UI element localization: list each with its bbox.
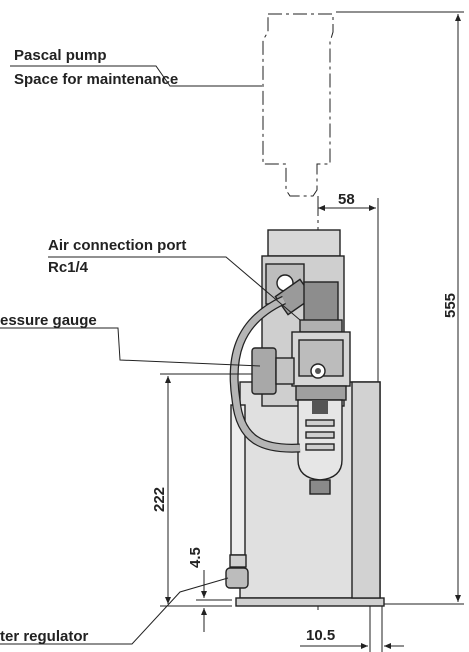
dim-222: 222 — [151, 487, 168, 512]
filter-regulator — [291, 331, 351, 495]
filter-regulator-label: ter regulator — [0, 628, 89, 645]
air-port-label: Air connection port — [48, 237, 186, 254]
dim-58: 58 — [338, 191, 355, 208]
dim-10-5: 10.5 — [306, 627, 335, 644]
air-port-thread-label: Rc1/4 — [48, 259, 89, 276]
dim-555: 555 — [442, 293, 459, 318]
pressure-gauge — [251, 347, 295, 395]
dimension-lines — [160, 11, 464, 652]
dim-4-5: 4.5 — [187, 547, 204, 568]
air-hose — [229, 295, 301, 453]
pressure-gauge-label: essure gauge — [0, 312, 97, 329]
maintenance-space-label: Space for maintenance — [14, 71, 178, 88]
air-connection-fitting — [274, 278, 343, 333]
pascal-pump-label: Pascal pump — [14, 47, 107, 64]
maintenance-space-outline — [262, 13, 334, 197]
